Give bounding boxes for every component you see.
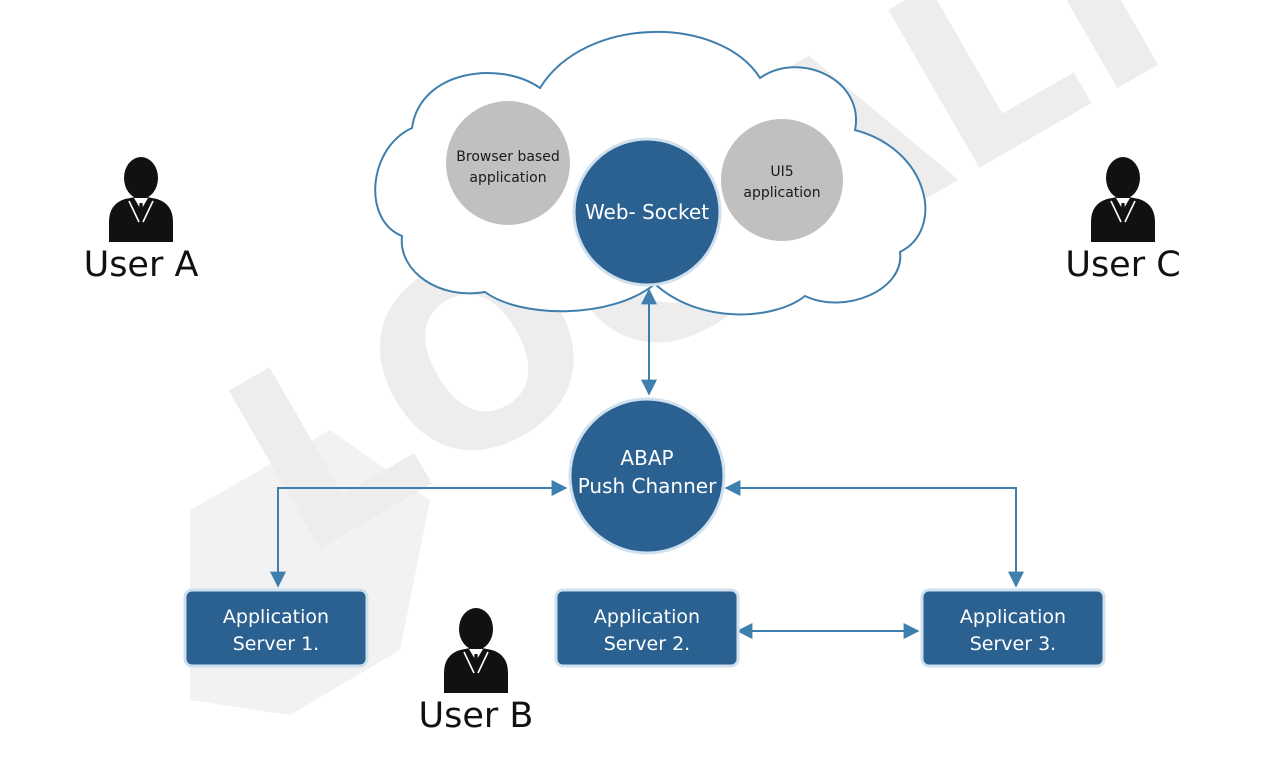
application-server-1: Application Server 1. bbox=[183, 588, 369, 668]
user-a-label: User A bbox=[84, 245, 199, 285]
user-c: User C bbox=[1065, 156, 1181, 285]
server-1-label-line1: Application bbox=[223, 606, 329, 628]
server-3-label-line2: Server 3. bbox=[970, 633, 1056, 655]
browser-app-label-line1: Browser based bbox=[456, 149, 559, 165]
browser-app-circle bbox=[446, 101, 570, 225]
server-3-box bbox=[920, 588, 1106, 668]
push-channel-node: ABAP Push Channer bbox=[568, 397, 726, 555]
push-channel-label-line1: ABAP bbox=[620, 446, 673, 470]
connector-push-server3 bbox=[724, 480, 1024, 588]
connector-push-server1 bbox=[270, 480, 568, 588]
application-server-2: Application Server 2. bbox=[554, 588, 740, 668]
server-1-label-line2: Server 1. bbox=[233, 633, 319, 655]
server-2-label-line1: Application bbox=[594, 606, 700, 628]
businessman-icon bbox=[443, 607, 509, 694]
server-3-label-line1: Application bbox=[960, 606, 1066, 628]
ui5-app-circle bbox=[721, 119, 843, 241]
user-c-label: User C bbox=[1065, 245, 1180, 285]
server-2-label-line2: Server 2. bbox=[604, 633, 690, 655]
ui5-app-label-line2: application bbox=[743, 185, 820, 201]
application-server-3: Application Server 3. bbox=[920, 588, 1106, 668]
browser-app-label-line2: application bbox=[469, 170, 546, 186]
server-1-box bbox=[183, 588, 369, 668]
server-2-box bbox=[554, 588, 740, 668]
push-channel-label-line2: Push Channer bbox=[578, 474, 717, 498]
user-a: User A bbox=[84, 156, 199, 285]
browser-app-node: Browser based application bbox=[446, 101, 570, 225]
ui5-app-label-line1: UI5 bbox=[770, 164, 793, 180]
push-channel-circle bbox=[568, 397, 726, 555]
websocket-circle bbox=[572, 137, 722, 287]
ui5-app-node: UI5 application bbox=[721, 119, 843, 241]
user-b: User B bbox=[419, 607, 534, 736]
businessman-icon bbox=[108, 156, 174, 243]
user-b-label: User B bbox=[419, 696, 534, 736]
websocket-label: Web- Socket bbox=[585, 200, 709, 224]
businessman-icon bbox=[1090, 156, 1156, 243]
websocket-node: Web- Socket bbox=[572, 137, 722, 287]
connectors bbox=[270, 288, 1024, 639]
